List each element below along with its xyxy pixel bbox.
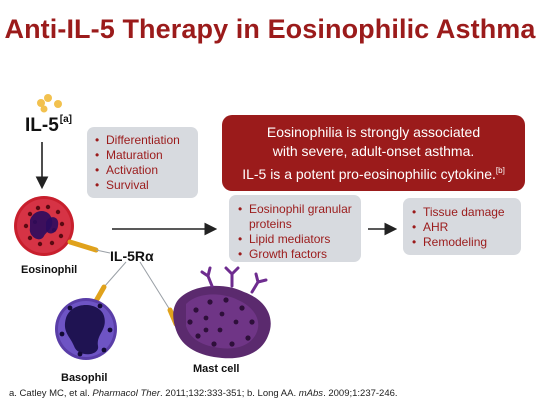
- summary-line-3: IL-5 is a potent pro-eosinophilic cytoki…: [242, 166, 505, 182]
- mediator-item: Lipid mediators: [238, 232, 361, 247]
- references-footer: a. Catley MC, et al. Pharmacol Ther. 201…: [9, 388, 398, 399]
- effect-item: Remodeling: [412, 235, 521, 250]
- function-item: Survival: [95, 178, 198, 193]
- summary-line-1: Eosinophilia is strongly associated: [266, 124, 481, 140]
- function-item: Maturation: [95, 148, 198, 163]
- connector-to-mast-cell: [139, 261, 171, 311]
- il5-ligand-icon: [37, 94, 62, 113]
- receptor-label: IL-5Rα: [110, 248, 154, 264]
- basophil-cell-icon: [55, 298, 117, 360]
- il5-label: IL-5[a]: [25, 114, 73, 136]
- functions-box: DifferentiationMaturationActivationSurvi…: [87, 127, 198, 198]
- basophil-receptor-icon: [93, 284, 107, 304]
- mediators-box: Eosinophil granularproteinsLipid mediato…: [229, 195, 361, 262]
- effect-item: AHR: [412, 220, 521, 235]
- summary-banner: Eosinophilia is strongly associated with…: [222, 115, 525, 191]
- basophil-label: Basophil: [61, 372, 108, 384]
- mast-cell-label: Mast cell: [193, 363, 240, 375]
- effect-item: Tissue damage: [412, 205, 521, 220]
- il5-receptor-icon: [67, 239, 111, 254]
- mast-cell-icon: [173, 266, 271, 359]
- eosinophil-cell-icon: [14, 196, 74, 256]
- effects-box: Tissue damageAHRRemodeling: [403, 198, 521, 255]
- function-item: Activation: [95, 163, 198, 178]
- summary-line-2: with severe, adult-onset asthma.: [272, 143, 475, 159]
- slide-title: Anti-IL-5 Therapy in Eosinophilic Asthma: [4, 14, 536, 44]
- eosinophil-label: Eosinophil: [21, 264, 78, 276]
- function-item: Differentiation: [95, 133, 198, 148]
- connector-to-basophil: [103, 261, 127, 288]
- mediator-item: Growth factors: [238, 247, 361, 262]
